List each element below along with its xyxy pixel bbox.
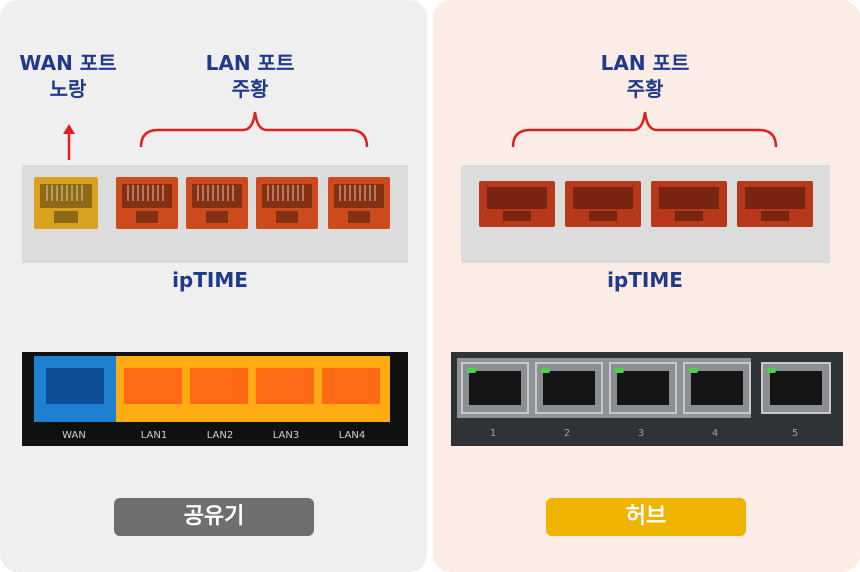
hub-port-number-2: 2 [563,428,571,439]
hub-rear-port-2 [535,362,603,414]
lan-port-3 [256,177,318,229]
lan-port-1 [116,177,178,229]
lan-rear-port-4 [322,368,380,404]
annotation-overlay [63,111,369,160]
hub-annotation-overlay [511,111,778,148]
hub-port-number-3: 3 [637,428,645,439]
hub-rear-port-4 [683,362,751,414]
hub-rear-port-1 [461,362,529,414]
lan-port-4 [328,177,390,229]
hub-rear-strip: 1 2 3 4 5 [451,352,843,446]
hub-rear-port-5 [761,362,831,414]
lan-rear-port-3 [256,368,314,404]
hub-port-strip [461,165,830,263]
hub-rear-port-3 [609,362,677,414]
wan-port-label: WAN 포트 노랑 [19,51,117,101]
hub-badge: 허브 [546,498,746,536]
port-label-lan2: LAN2 [206,430,234,441]
router-rear-strip: WAN LAN1 LAN2 LAN3 LAN4 [22,352,408,446]
hub-port-number-4: 4 [711,428,719,439]
port-label-lan3: LAN3 [272,430,300,441]
hub-top-port-2 [565,181,641,227]
lan-rear-port-2 [190,368,248,404]
hub-brand-label: ipTIME [607,268,683,292]
port-label-wan: WAN [62,430,86,441]
hub-panel: LAN 포트 주황 ipTIME 1 2 3 4 5 허브 [433,0,860,572]
wan-blue-block [34,356,116,422]
hub-top-port-4 [737,181,813,227]
router-port-strip [22,165,408,263]
hub-lan-bracket [511,111,778,148]
wan-port [34,177,98,229]
wan-arrow-head [63,124,75,134]
lan-port-label: LAN 포트 주황 [205,51,295,101]
lan-bracket [139,111,369,148]
hub-top-port-3 [651,181,727,227]
wan-rear-port [46,368,104,404]
lan-port-2 [186,177,248,229]
lan-orange-block [116,356,390,422]
port-label-lan4: LAN4 [338,430,366,441]
lan-rear-port-1 [124,368,182,404]
router-panel: WAN 포트 노랑 LAN 포트 주황 ipTIME WAN LAN1 LAN2… [0,0,427,572]
hub-lan-port-label: LAN 포트 주황 [600,51,690,101]
hub-top-port-1 [479,181,555,227]
hub-port-number-1: 1 [489,428,497,439]
hub-port-number-5: 5 [791,428,799,439]
router-badge: 공유기 [114,498,314,536]
brand-label: ipTIME [172,268,248,292]
port-label-lan1: LAN1 [140,430,168,441]
